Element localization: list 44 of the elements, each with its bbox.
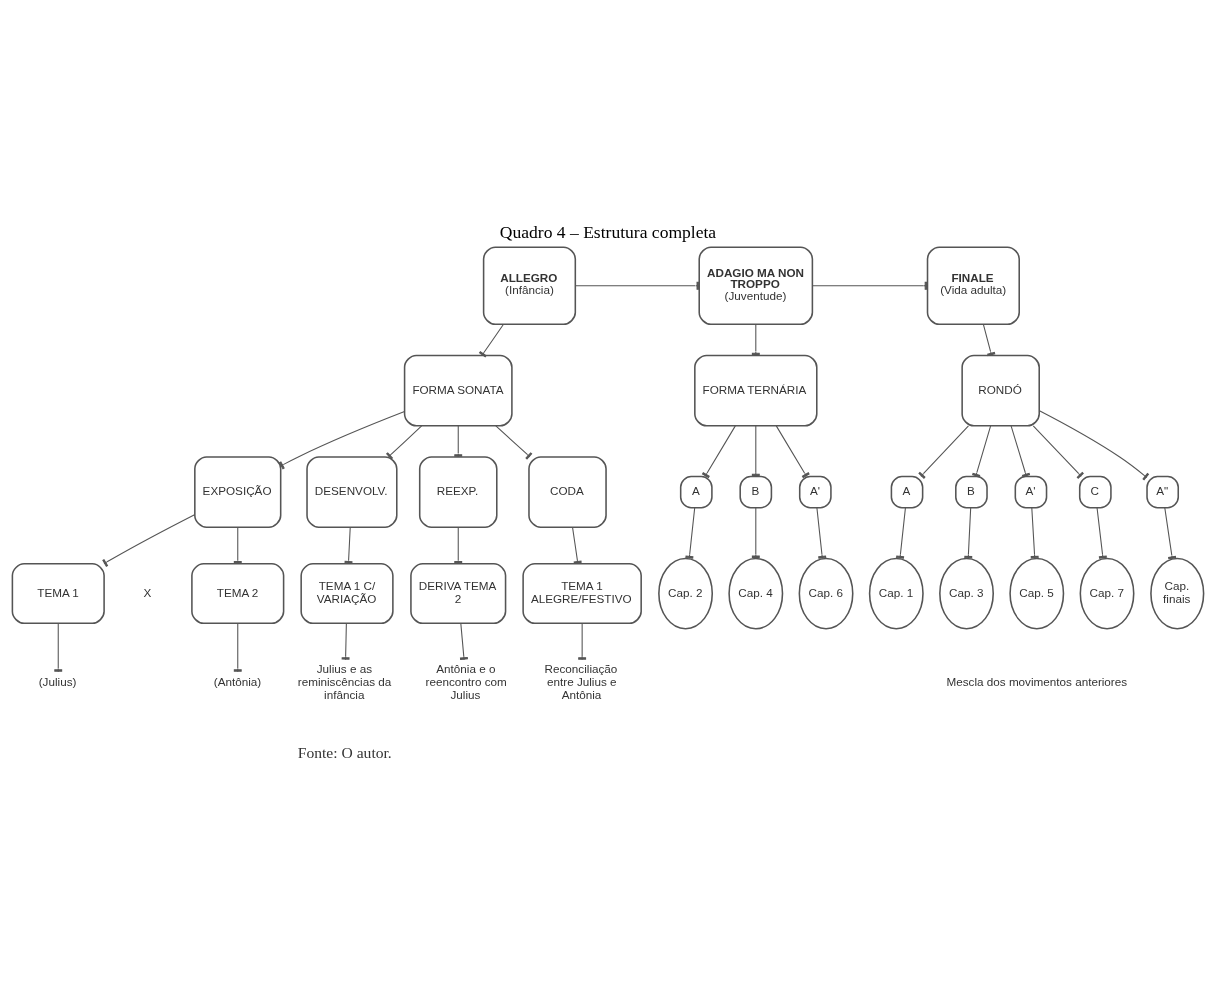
connector xyxy=(578,622,587,660)
node-ellipse: Cap. 2 xyxy=(658,557,714,629)
connector xyxy=(972,424,992,477)
node-text: Julius e as reminiscências da infância xyxy=(297,661,392,701)
connector xyxy=(385,424,423,460)
node-ellipse: Cap. 1 xyxy=(868,557,924,629)
node-box: EXPOSIÇÃO xyxy=(194,455,282,528)
connector xyxy=(816,506,827,559)
label: Mescla dos movimentos anteriores xyxy=(946,674,1128,688)
node-text: (Julius) xyxy=(38,674,77,688)
caption: Fonte: O autor. xyxy=(297,743,392,761)
node-ellipse: Cap. 6 xyxy=(798,557,854,629)
connector xyxy=(454,526,463,564)
connector xyxy=(233,622,242,672)
node-box: ALLEGRO (Infância) xyxy=(482,245,577,325)
connector xyxy=(54,622,63,672)
node-box: TEMA 1 ALEGRE/FESTIVO xyxy=(522,562,642,624)
node-box: RONDÓ xyxy=(961,354,1040,427)
connector xyxy=(341,622,350,660)
node-ellipse: Cap. 7 xyxy=(1079,557,1135,629)
connector xyxy=(495,424,533,460)
connector xyxy=(701,424,736,478)
connector xyxy=(1010,424,1031,477)
connector xyxy=(982,323,996,356)
connector xyxy=(572,526,582,564)
connector xyxy=(233,526,242,564)
node-box: FORMA SONATA xyxy=(403,354,513,427)
node-text: Reconciliação entre Julius e Antônia xyxy=(544,661,618,701)
connector xyxy=(478,323,504,357)
node-box: TEMA 1 xyxy=(11,562,105,624)
connector xyxy=(896,506,906,559)
diagram-title: Quadro 4 – Estrutura completa xyxy=(499,221,717,242)
connector xyxy=(775,424,810,478)
connector xyxy=(278,410,406,469)
connector xyxy=(918,424,969,479)
connector xyxy=(454,424,463,457)
label: X xyxy=(143,585,152,599)
node-text: (Antônia) xyxy=(213,674,262,688)
node-ellipse: Cap. 4 xyxy=(728,557,784,629)
connector xyxy=(344,526,353,564)
connector xyxy=(459,622,468,660)
node-text: Antônia e o reencontro com Julius xyxy=(425,661,507,701)
connector xyxy=(1096,506,1107,559)
connector xyxy=(102,513,196,567)
